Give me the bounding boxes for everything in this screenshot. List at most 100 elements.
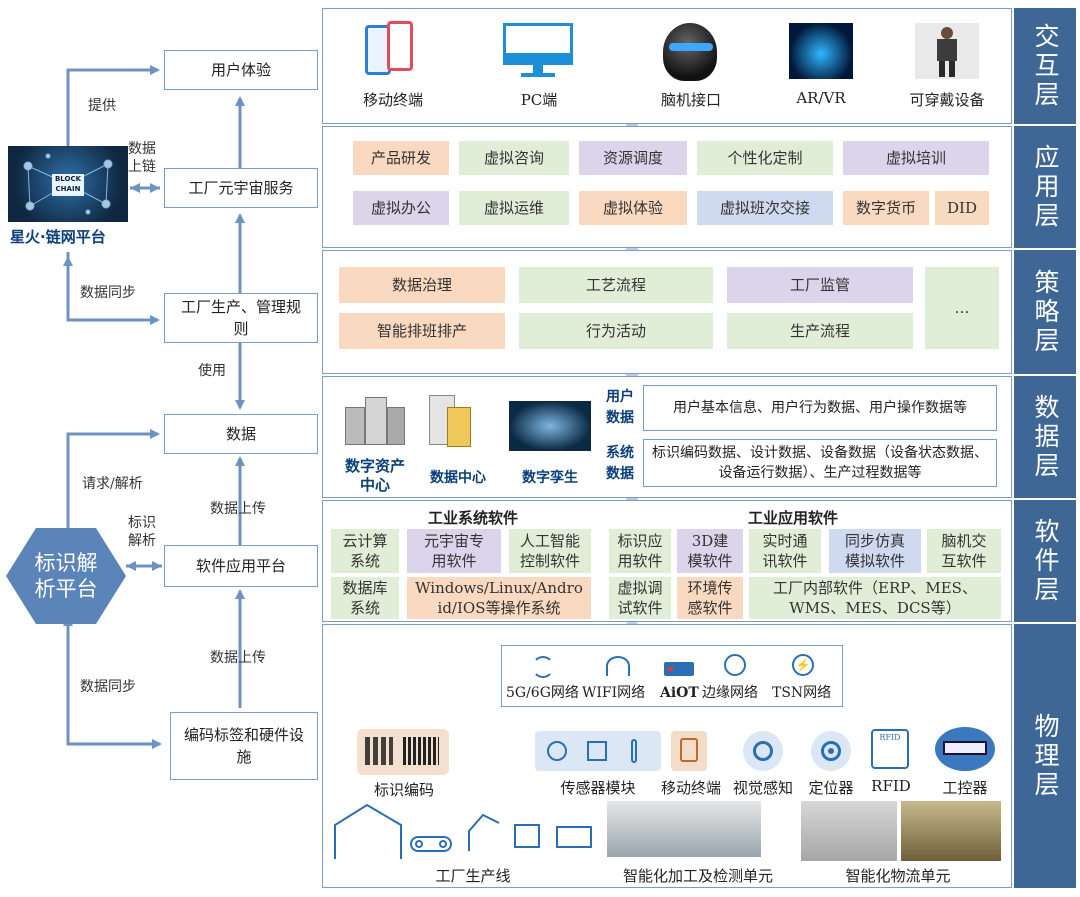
- net-edge: 边缘网络: [702, 685, 758, 701]
- sensor-module-icon: [535, 731, 661, 771]
- sw-ai-control: 人工智能控制软件: [509, 529, 591, 573]
- layer-tag-software: 软件层: [1014, 500, 1076, 622]
- app-product-rd: 产品研发: [353, 141, 449, 175]
- hardware-box: 编码标签和硬件设施: [170, 712, 318, 780]
- system-data-label: 系统数据: [606, 445, 634, 482]
- arrow-provide: [66, 65, 160, 146]
- id-code-icon: [357, 729, 449, 775]
- interaction-layer: 移动终端 PC端 脑机接口 AR/VR 可穿戴设备: [322, 8, 1012, 124]
- net-aiot: AiOT: [660, 685, 699, 701]
- app-virtual-consult: 虚拟咨询: [459, 141, 569, 175]
- id-parsing-platform-hexagon: 标识解析平台: [6, 528, 126, 624]
- edge-data-upload2: 数据上传: [210, 650, 266, 666]
- user-data-label: 用户数据: [606, 389, 634, 426]
- mobile-phone-icon: [365, 21, 415, 81]
- strategy-process-flow: 工艺流程: [519, 267, 713, 303]
- arrow-request: [66, 429, 160, 534]
- user-experience-box: 用户体验: [164, 50, 318, 90]
- wearable-device-icon: [915, 23, 979, 79]
- ar-vr-icon: [789, 23, 853, 79]
- interaction-label-mobile: 移动终端: [362, 91, 423, 109]
- data-center-icon: [429, 395, 471, 447]
- app-virtual-training: 虚拟培训: [843, 141, 989, 175]
- layer-tag-physical: 物理层: [1014, 624, 1076, 888]
- strategy-behavior: 行为活动: [519, 313, 713, 349]
- rfid-icon: RFID: [871, 729, 909, 769]
- sw-id-application: 标识应用软件: [609, 529, 671, 573]
- device-rfid: RFID: [871, 777, 911, 795]
- edge-data-sync2: 数据同步: [80, 679, 136, 695]
- brain-interface-icon: [663, 23, 717, 81]
- strategy-smart-scheduling: 智能排班排产: [339, 313, 505, 349]
- sw-realtime-comm: 实时通讯软件: [749, 529, 821, 573]
- layer-tag-interaction: 交互层: [1014, 8, 1076, 124]
- strategy-production-flow: 生产流程: [727, 313, 913, 349]
- bottom-machining: 智能化加工及检测单元: [622, 867, 773, 885]
- rfid-tag-text: RFID: [879, 733, 901, 742]
- production-line-image: [331, 801, 599, 861]
- id-platform-label: 标识解析平台: [34, 551, 98, 601]
- net-wifi: WIFI网络: [582, 685, 646, 701]
- net-5g6g: 5G/6G网络: [506, 685, 579, 701]
- edge-use: 使用: [198, 363, 226, 379]
- bottom-production-line: 工厂生产线: [435, 867, 511, 885]
- data-icon-digital-twin: 数字孪生: [522, 470, 578, 486]
- logistics-photo-2: [901, 801, 1001, 861]
- vision-sensing-icon: [743, 731, 783, 771]
- interaction-label-brain: 脑机接口: [660, 91, 721, 109]
- sensor-module-label: 传感器模块: [560, 779, 636, 797]
- tsn-icon: ⚡: [792, 654, 814, 676]
- edge-id-parse: 标识解析: [128, 515, 156, 549]
- layer-tag-strategy: 策略层: [1014, 250, 1076, 374]
- server-rack-icon: [345, 393, 405, 449]
- edge-data-sync1: 数据同步: [80, 285, 136, 301]
- app-did: DID: [935, 191, 989, 225]
- net-tsn: TSN网络: [772, 685, 832, 701]
- block-chain-label: BLOCK CHAIN: [52, 174, 84, 196]
- sw-factory-internal: 工厂内部软件（ERP、MES、WMS、MES、DCS等）: [749, 577, 1001, 619]
- machining-photo: [607, 801, 761, 857]
- software-layer: 工业系统软件 工业应用软件 云计算系统 元宇宙专用软件 人工智能控制软件 数据库…: [322, 500, 1012, 622]
- strategy-layer: 数据治理 工艺流程 工厂监管 智能排班排产 行为活动 生产流程 …: [322, 250, 1012, 374]
- app-customization: 个性化定制: [697, 141, 833, 175]
- industrial-controller-icon: [935, 727, 995, 771]
- app-resource-schedule: 资源调度: [579, 141, 687, 175]
- network-box: ⚡ 5G/6G网络 WIFI网络 AiOT 边缘网络 TSN网络: [501, 645, 843, 707]
- edge-request-parse: 请求/解析: [82, 476, 143, 492]
- layer-tag-data: 数据层: [1014, 376, 1076, 498]
- app-virtual-shift-handover: 虚拟班次交接: [697, 191, 833, 225]
- system-data-text: 标识编码数据、设计数据、设备数据（设备状态数据、设备运行数据）、生产过程数据等: [643, 439, 997, 487]
- interaction-label-wearable: 可穿戴设备: [909, 91, 985, 109]
- logistics-photo-1: [801, 801, 897, 861]
- qr-code-icon: [365, 737, 393, 765]
- software-platform-box: 软件应用平台: [164, 545, 318, 587]
- interaction-label-pc: PC端: [520, 91, 558, 109]
- metaverse-service-box: 工厂元宇宙服务: [164, 168, 318, 208]
- id-code-label: 标识编码: [373, 781, 434, 799]
- chain-platform-label: 星火·链网平台: [10, 228, 106, 246]
- locator-icon: [811, 731, 851, 771]
- sw-cloud-computing: 云计算系统: [331, 529, 399, 573]
- rules-box: 工厂生产、管理规则: [164, 293, 318, 343]
- data-layer: 数字资产中心 数据中心 数字孪生 用户数据 用户基本信息、用户行为数据、用户操作…: [322, 376, 1012, 498]
- application-layer: 产品研发 虚拟咨询 资源调度 个性化定制 虚拟培训 虚拟办公 虚拟运维 虚拟体验…: [322, 126, 1012, 248]
- layer-tag-application: 应用层: [1014, 126, 1076, 248]
- router-icon: [664, 662, 694, 676]
- interaction-label-arvr: AR/VR: [796, 89, 846, 107]
- data-icon-data-center: 数据中心: [430, 470, 486, 486]
- sw-virtual-debug: 虚拟调试软件: [609, 577, 671, 619]
- device-controller: 工控器: [942, 779, 988, 797]
- edge-data-chain: 数据上链: [128, 141, 156, 175]
- sw-metaverse-dedicated: 元宇宙专用软件: [407, 529, 501, 573]
- strategy-more: …: [925, 267, 999, 349]
- sw-env-sensing: 环境传感软件: [677, 577, 743, 619]
- pc-monitor-icon: [503, 23, 573, 79]
- digital-twin-icon: [509, 401, 591, 451]
- app-virtual-experience: 虚拟体验: [579, 191, 687, 225]
- app-digital-currency: 数字货币: [843, 191, 929, 225]
- data-box: 数据: [164, 414, 318, 454]
- data-icon-asset-center: 数字资产中心: [344, 457, 405, 494]
- edge-provide: 提供: [88, 98, 116, 114]
- industrial-system-software-title: 工业系统软件: [427, 509, 518, 527]
- app-virtual-office: 虚拟办公: [353, 191, 449, 225]
